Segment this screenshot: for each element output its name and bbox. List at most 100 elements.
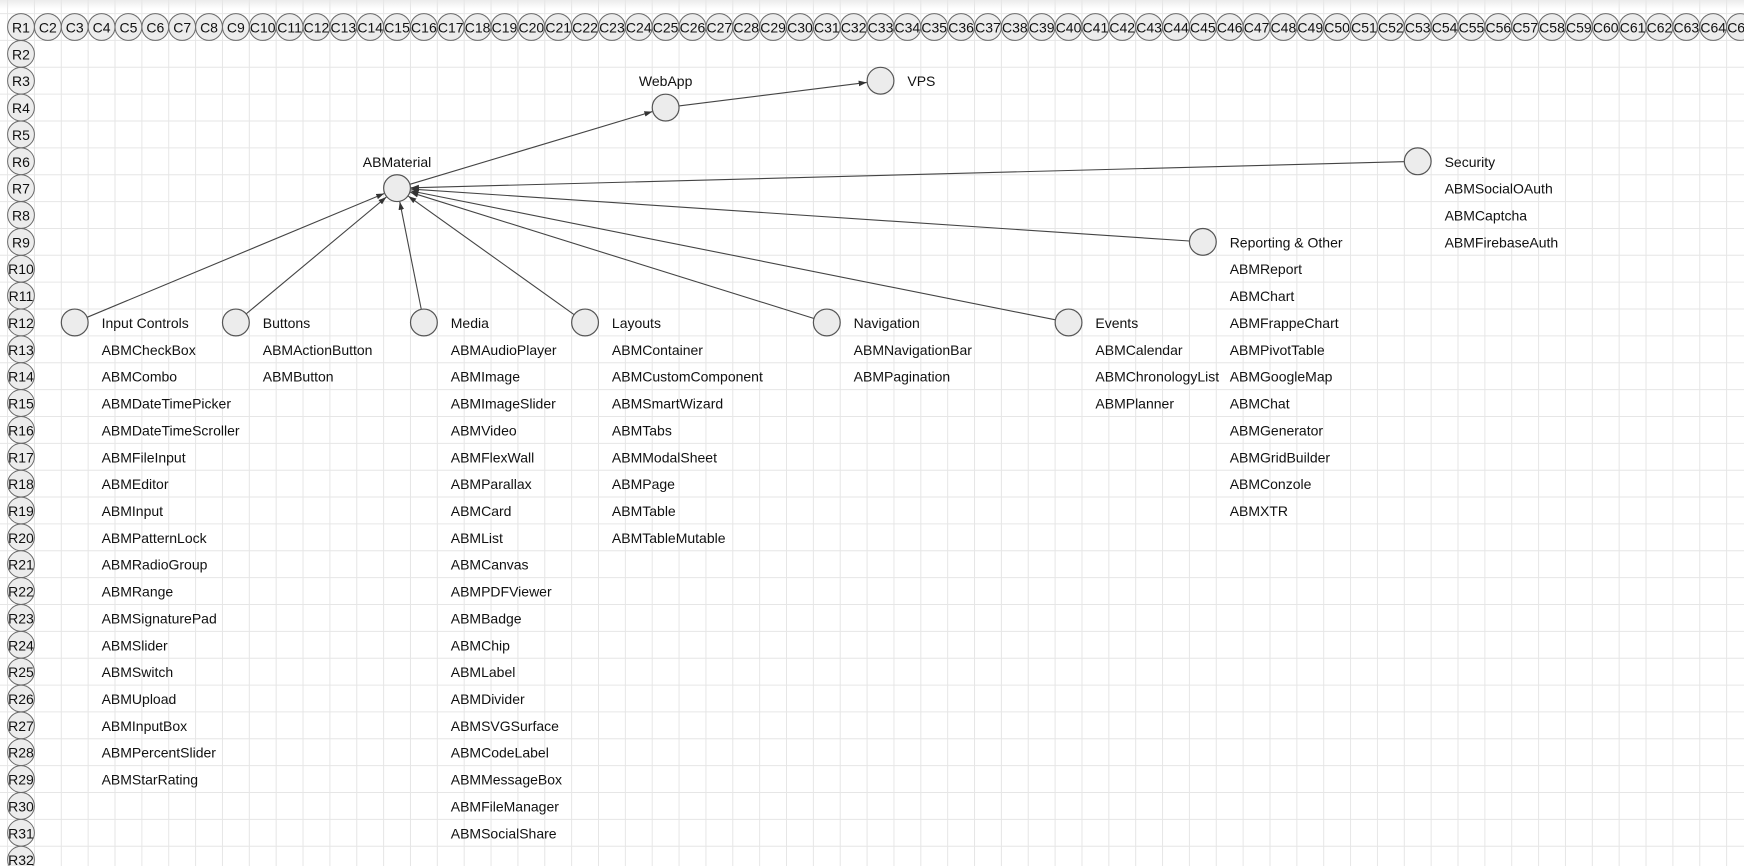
column-header[interactable]: C63 <box>1672 13 1701 41</box>
column-header[interactable]: C56 <box>1484 13 1513 41</box>
component-item[interactable]: ABMRadioGroup <box>102 557 208 573</box>
column-header[interactable]: C52 <box>1376 13 1405 41</box>
row-header[interactable]: R18 <box>7 469 35 498</box>
component-item[interactable]: ABMDivider <box>451 691 525 707</box>
row-header[interactable]: R7 <box>7 174 35 203</box>
column-header[interactable]: C58 <box>1538 13 1566 41</box>
component-item[interactable]: ABMCard <box>451 503 512 519</box>
row-header[interactable]: R23 <box>7 604 35 632</box>
node-buttons[interactable] <box>221 308 250 337</box>
row-header[interactable]: R15 <box>7 389 35 417</box>
column-header[interactable]: C24 <box>624 13 653 41</box>
component-item[interactable]: ABMStarRating <box>102 772 198 788</box>
node-label[interactable]: Security <box>1445 154 1496 170</box>
row-header[interactable]: R9 <box>7 227 35 256</box>
column-header[interactable]: C43 <box>1135 13 1164 41</box>
column-header[interactable]: C55 <box>1457 13 1486 41</box>
column-header[interactable]: C54 <box>1430 13 1459 41</box>
column-header[interactable]: C61 <box>1618 13 1647 41</box>
column-header[interactable]: C64 <box>1699 13 1728 41</box>
component-item[interactable]: ABMFrappeChart <box>1230 315 1339 331</box>
column-header[interactable]: C19 <box>490 13 519 41</box>
row-header[interactable]: R2 <box>7 39 35 68</box>
edge-layouts-to-abmaterial[interactable] <box>408 195 575 316</box>
node-webapp[interactable] <box>651 93 680 122</box>
column-header[interactable]: C10 <box>248 13 277 41</box>
row-header[interactable]: R5 <box>7 120 35 149</box>
component-item[interactable]: ABMImage <box>451 369 520 385</box>
component-item[interactable]: ABMDateTimeScroller <box>102 422 240 438</box>
component-item[interactable]: ABMBadge <box>451 610 522 626</box>
column-header[interactable]: C21 <box>544 13 573 41</box>
node-label[interactable]: Buttons <box>263 315 310 331</box>
edge-abmaterial-to-webapp[interactable] <box>409 111 653 185</box>
node-security[interactable] <box>1403 147 1432 176</box>
row-header[interactable]: R8 <box>7 201 35 229</box>
node-navigation[interactable] <box>812 308 841 337</box>
node-label[interactable]: Layouts <box>612 315 661 331</box>
component-item[interactable]: ABMButton <box>263 369 334 385</box>
row-header[interactable]: R10 <box>7 254 35 283</box>
column-header[interactable]: C45 <box>1188 13 1217 41</box>
row-header[interactable]: R22 <box>7 577 35 605</box>
column-header[interactable]: C30 <box>786 13 814 41</box>
column-header[interactable]: C51 <box>1350 13 1378 41</box>
column-header[interactable]: C38 <box>1000 13 1029 41</box>
row-header[interactable]: R14 <box>7 362 35 391</box>
component-item[interactable]: ABMPagination <box>854 369 951 385</box>
node-label[interactable]: Navigation <box>854 315 920 331</box>
column-header[interactable]: C26 <box>678 13 707 41</box>
node-label[interactable]: VPS <box>907 73 935 89</box>
component-item[interactable]: ABMVideo <box>451 422 517 438</box>
component-item[interactable]: ABMCustomComponent <box>612 369 763 385</box>
component-item[interactable]: ABMCodeLabel <box>451 745 549 761</box>
component-item[interactable]: ABMSocialOAuth <box>1445 181 1553 197</box>
row-header[interactable]: R11 <box>7 281 35 310</box>
component-item[interactable]: ABMPatternLock <box>102 530 208 546</box>
corner-header[interactable]: R1 <box>7 13 35 41</box>
column-header[interactable]: C50 <box>1323 13 1352 41</box>
component-item[interactable]: ABMConzole <box>1230 476 1312 492</box>
component-item[interactable]: ABMCombo <box>102 369 178 385</box>
row-header[interactable]: R13 <box>7 335 35 364</box>
column-header[interactable]: C36 <box>947 13 975 41</box>
column-header[interactable]: C29 <box>759 13 787 41</box>
component-item[interactable]: ABMSocialShare <box>451 825 557 841</box>
component-item[interactable]: ABMSlider <box>102 637 168 653</box>
column-header[interactable]: C6 <box>141 13 170 41</box>
component-item[interactable]: ABMPlanner <box>1095 396 1174 412</box>
component-item[interactable]: ABMFlexWall <box>451 449 535 465</box>
column-header[interactable]: C13 <box>329 13 358 41</box>
row-header[interactable]: R6 <box>7 147 35 176</box>
row-header[interactable]: R17 <box>7 442 35 471</box>
row-header[interactable]: R27 <box>7 711 35 740</box>
component-item[interactable]: ABMLabel <box>451 664 516 680</box>
component-item[interactable]: ABMChart <box>1230 288 1295 304</box>
node-abmaterial[interactable] <box>383 174 412 203</box>
component-item[interactable]: ABMXTR <box>1230 503 1288 519</box>
column-header[interactable]: C3 <box>60 13 89 41</box>
column-header[interactable]: C39 <box>1027 13 1056 41</box>
component-item[interactable]: ABMPercentSlider <box>102 745 217 761</box>
component-item[interactable]: ABMPDFViewer <box>451 584 552 600</box>
column-header[interactable]: C47 <box>1242 13 1271 41</box>
row-header[interactable]: R19 <box>7 496 35 525</box>
row-header[interactable]: R29 <box>7 765 35 793</box>
row-header[interactable]: R25 <box>7 657 35 686</box>
component-item[interactable]: ABMTabs <box>612 422 672 438</box>
component-item[interactable]: ABMSVGSurface <box>451 718 559 734</box>
node-label[interactable]: Events <box>1095 315 1138 331</box>
component-item[interactable]: ABMCalendar <box>1095 342 1182 358</box>
column-header[interactable]: C20 <box>517 13 546 41</box>
component-item[interactable]: ABMFileManager <box>451 798 559 814</box>
row-header[interactable]: R24 <box>7 630 35 659</box>
column-header[interactable]: C17 <box>436 13 465 41</box>
component-item[interactable]: ABMAudioPlayer <box>451 342 557 358</box>
component-item[interactable]: ABMCheckBox <box>102 342 196 358</box>
component-item[interactable]: ABMList <box>451 530 503 546</box>
component-item[interactable]: ABMImageSlider <box>451 396 556 412</box>
component-item[interactable]: ABMReport <box>1230 261 1302 277</box>
component-item[interactable]: ABMSignaturePad <box>102 610 217 626</box>
column-header[interactable]: C5 <box>114 13 143 41</box>
column-header[interactable]: C46 <box>1215 13 1244 41</box>
